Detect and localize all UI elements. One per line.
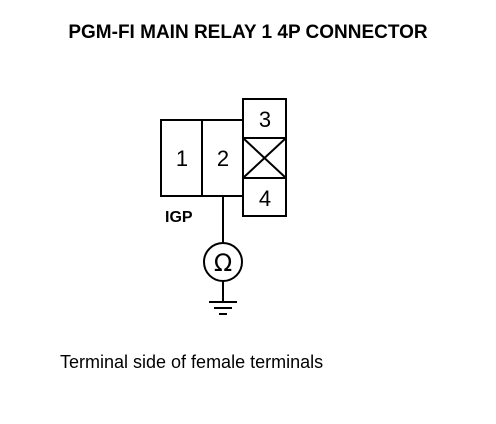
cavity-4-box <box>242 177 287 217</box>
cavity-3-label: 3 <box>259 107 271 132</box>
cavity-2-label: 2 <box>217 146 229 171</box>
cavity-1-label: 1 <box>176 146 188 171</box>
cavity-4-label: 4 <box>259 186 271 211</box>
signal-label: IGP <box>165 209 193 226</box>
diagram-title: PGM-FI MAIN RELAY 1 4P CONNECTOR <box>68 22 428 43</box>
ohm-symbol: Ω <box>214 249 232 277</box>
ground-icon <box>209 301 237 315</box>
diagram-caption: Terminal side of female terminals <box>60 352 324 372</box>
blocked-cavity-cross-b <box>242 137 287 179</box>
